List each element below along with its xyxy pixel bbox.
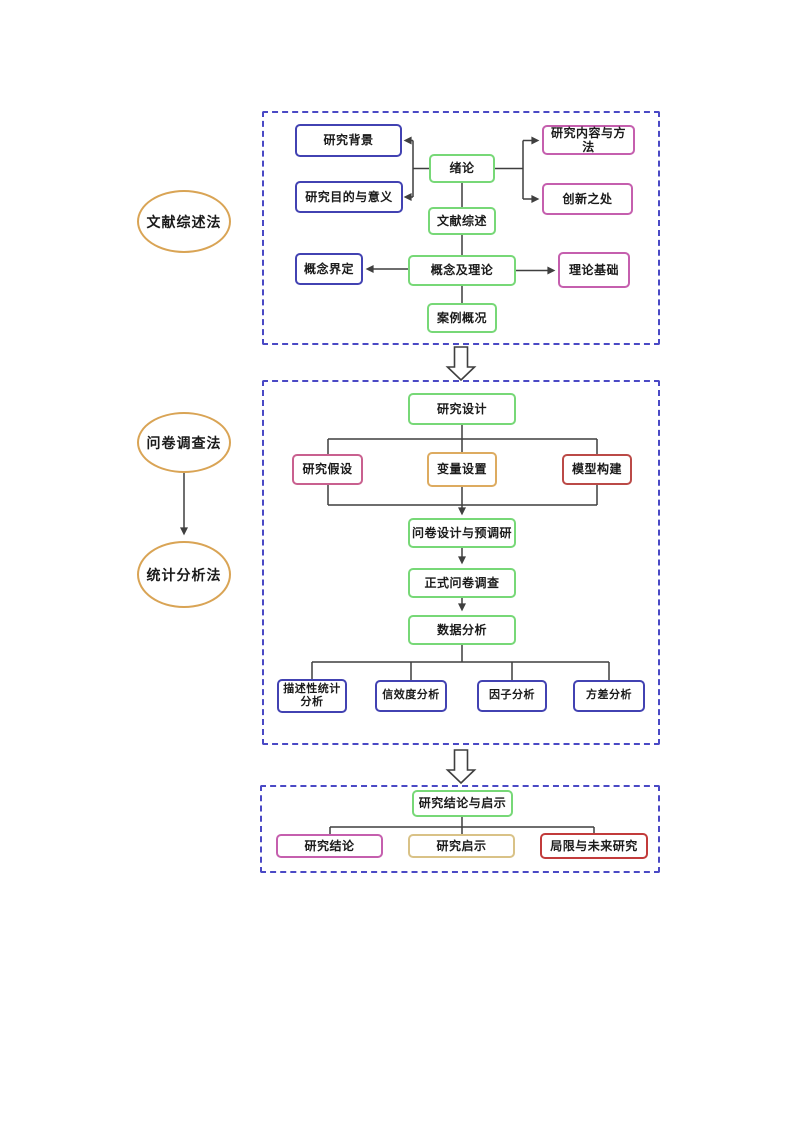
node-innovations: 创新之处 [542, 183, 633, 215]
node-label: 因子分析 [489, 689, 535, 702]
node-reliability-validity: 信效度分析 [375, 680, 447, 712]
method-label: 文献综述法 [146, 213, 222, 230]
node-label: 局限与未来研究 [550, 838, 638, 853]
node-label: 案例概况 [436, 310, 487, 325]
section-conclusion-frame [260, 785, 660, 873]
node-label: 研究假设 [302, 462, 353, 477]
node-factor-analysis: 因子分析 [477, 680, 547, 712]
node-label: 描述性统计分析 [283, 682, 341, 708]
node-conclusions-implications: 研究结论与启示 [412, 790, 513, 817]
flow-block-arrow-2 [445, 749, 477, 785]
node-label: 信效度分析 [382, 689, 440, 702]
node-label: 变量设置 [436, 462, 487, 477]
node-label: 研究设计 [436, 401, 487, 416]
node-label: 数据分析 [436, 622, 487, 637]
node-label: 研究启示 [436, 838, 487, 853]
node-label: 绪论 [449, 161, 475, 176]
node-concept-definition: 概念界定 [295, 253, 363, 285]
node-label: 创新之处 [562, 191, 613, 206]
node-label: 理论基础 [568, 262, 619, 277]
flow-block-arrow-1 [445, 346, 477, 382]
node-label: 方差分析 [586, 689, 632, 702]
node-label: 研究结论与启示 [418, 796, 507, 811]
node-concepts-and-theory: 概念及理论 [408, 255, 516, 286]
method-ellipse-statistical-analysis: 统计分析法 [137, 541, 231, 608]
section1-connectors [412, 140, 524, 303]
node-label: 概念界定 [303, 261, 354, 276]
method-ellipse-questionnaire-survey: 问卷调查法 [137, 412, 231, 473]
node-descriptive-statistics: 描述性统计分析 [277, 679, 347, 713]
node-theoretical-basis: 理论基础 [558, 252, 630, 288]
node-variance-analysis: 方差分析 [573, 680, 645, 712]
node-questionnaire-pretest: 问卷设计与预调研 [408, 518, 516, 548]
node-research-design: 研究设计 [408, 393, 516, 425]
node-research-implications: 研究启示 [408, 834, 515, 858]
method-label: 统计分析法 [146, 566, 222, 583]
node-content-methods: 研究内容与方法 [542, 125, 635, 155]
node-label: 研究结论 [304, 838, 355, 853]
node-model-construction: 模型构建 [562, 454, 632, 485]
node-case-overview: 案例概况 [427, 303, 497, 333]
node-limitations-future: 局限与未来研究 [540, 833, 648, 859]
node-research-hypothesis: 研究假设 [292, 454, 363, 485]
node-label: 研究内容与方法 [550, 125, 626, 154]
section-survey-frame [262, 380, 660, 745]
node-variable-setting: 变量设置 [427, 452, 497, 487]
node-literature-review: 文献综述 [428, 207, 496, 235]
node-label: 研究背景 [323, 133, 374, 148]
node-label: 研究目的与意义 [305, 189, 393, 204]
node-label: 概念及理论 [430, 263, 494, 278]
node-data-analysis: 数据分析 [408, 615, 516, 645]
node-label: 文献综述 [436, 213, 487, 228]
method-label: 问卷调查法 [146, 434, 222, 451]
node-research-background: 研究背景 [295, 124, 402, 157]
node-research-conclusions: 研究结论 [276, 834, 383, 858]
node-introduction: 绪论 [429, 154, 495, 183]
method-ellipse-literature-review: 文献综述法 [137, 190, 231, 253]
section-literature-frame [262, 111, 660, 345]
node-label: 问卷设计与预调研 [412, 525, 513, 540]
node-label: 模型构建 [571, 462, 622, 477]
section3-connectors [329, 817, 595, 834]
node-label: 正式问卷调查 [424, 575, 500, 590]
node-formal-survey: 正式问卷调查 [408, 568, 516, 598]
node-research-purpose: 研究目的与意义 [295, 181, 403, 213]
